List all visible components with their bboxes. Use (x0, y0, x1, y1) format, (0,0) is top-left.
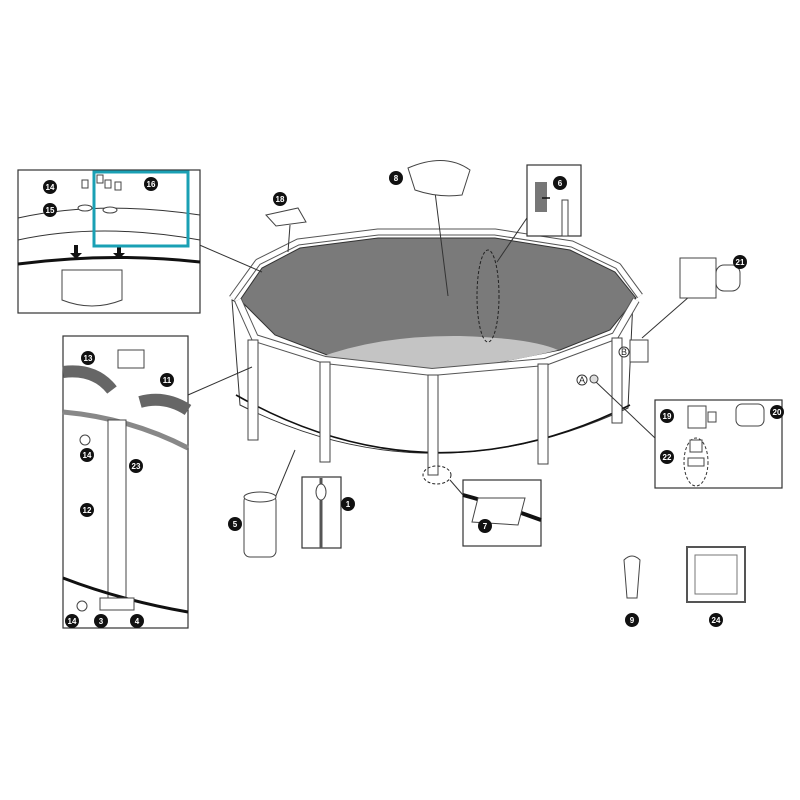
cap-part-18 (265, 207, 307, 227)
part-9 (623, 555, 641, 599)
pool: A B (229, 228, 649, 485)
callout-5: 5 (228, 517, 242, 531)
callout-3: 3 (94, 614, 108, 628)
callout-8: 8 (389, 171, 403, 185)
callout-circle (94, 614, 108, 628)
callout-circle (341, 497, 355, 511)
callout-circle (770, 405, 784, 419)
top-rail-inner (229, 229, 643, 300)
label-b: B (621, 347, 627, 357)
callout-circle (709, 613, 723, 627)
inlet-fitting-a (589, 374, 599, 384)
callout-number: 1 (346, 500, 351, 509)
callout-22: 22 (660, 450, 674, 464)
callout-14: 14 (65, 614, 79, 628)
callout-circle (553, 176, 567, 190)
callout-number: 3 (99, 617, 104, 626)
top-joint-detail-box (17, 169, 201, 314)
callout-circle (273, 192, 287, 206)
callout-4: 4 (130, 614, 144, 628)
callout-number: 6 (558, 179, 563, 188)
callout-11: 11 (160, 373, 174, 387)
front-rail-inner (235, 298, 639, 375)
label-a-circle (576, 374, 588, 386)
callout-6: 6 (553, 176, 567, 190)
label-a: A (579, 375, 585, 385)
callout-number: 23 (132, 462, 141, 471)
callout-number: 21 (736, 258, 745, 267)
callout-circle (625, 613, 639, 627)
seam-highlight (476, 249, 500, 343)
pump-part-21 (679, 257, 717, 299)
callout-7: 7 (478, 519, 492, 533)
callout-19: 19 (660, 409, 674, 423)
callout-number: 13 (84, 354, 93, 363)
leg-base-detail-box (462, 479, 542, 547)
callout-15: 15 (43, 203, 57, 217)
callout-number: 12 (83, 506, 92, 515)
callout-1: 1 (341, 497, 355, 511)
callout-circle (80, 448, 94, 462)
callout-circle (65, 614, 79, 628)
callout-number: 5 (233, 520, 238, 529)
callout-13: 13 (81, 351, 95, 365)
callout-circle (130, 614, 144, 628)
callout-14: 14 (43, 180, 57, 194)
callout-circle (43, 203, 57, 217)
accent-highlight-box (92, 170, 190, 248)
callout-number: 8 (394, 174, 399, 183)
callout-circle (228, 517, 242, 531)
callout-number: 4 (135, 617, 140, 626)
skimmer-part-8 (407, 159, 471, 197)
callout-circle (160, 373, 174, 387)
callout-23: 23 (129, 459, 143, 473)
callout-12: 12 (80, 503, 94, 517)
callout-number: 9 (630, 616, 635, 625)
callout-number: 11 (163, 376, 172, 385)
callout-circle (129, 459, 143, 473)
pool-legs (247, 337, 623, 476)
wall-seam-detail-box (301, 476, 342, 549)
callout-20: 20 (770, 405, 784, 419)
callout-24: 24 (709, 613, 723, 627)
callout-number: 14 (83, 451, 92, 460)
callout-circle (389, 171, 403, 185)
callout-number: 16 (147, 180, 156, 189)
callout-14: 14 (80, 448, 94, 462)
callout-circle (80, 503, 94, 517)
callout-circle (660, 450, 674, 464)
callout-18: 18 (273, 192, 287, 206)
callout-number: 7 (483, 522, 488, 531)
callout-number: 14 (68, 617, 77, 626)
callout-circle (660, 409, 674, 423)
label-b-circle (618, 346, 630, 358)
callout-circle (478, 519, 492, 533)
callout-number: 15 (46, 206, 55, 215)
callout-number: 24 (712, 616, 721, 625)
pool-floor (318, 335, 558, 370)
leader-lines (187, 191, 691, 511)
liner-seam-detail-box (526, 164, 582, 237)
callout-21: 21 (733, 255, 747, 269)
callout-circle (733, 255, 747, 269)
callout-9: 9 (625, 613, 639, 627)
leg-base-highlight (422, 465, 452, 485)
callout-number: 18 (276, 195, 285, 204)
callout-16: 16 (144, 177, 158, 191)
callout-circle (81, 351, 95, 365)
outlet-fitting-b (629, 339, 649, 363)
loose-parts (243, 159, 746, 603)
callout-circle (144, 177, 158, 191)
callout-number: 22 (663, 453, 672, 462)
callout-number: 14 (46, 183, 55, 192)
callout-circle (43, 180, 57, 194)
callout-number: 20 (773, 408, 782, 417)
callout-number: 19 (663, 412, 672, 421)
fittings-detail-box (654, 399, 783, 489)
repair-roll-5 (243, 494, 277, 558)
callouts: 14 15 16 13 11 14 23 12 14 3 4 8 18 6 21 19 20 22 5 1 7 9 24 (43, 171, 784, 628)
